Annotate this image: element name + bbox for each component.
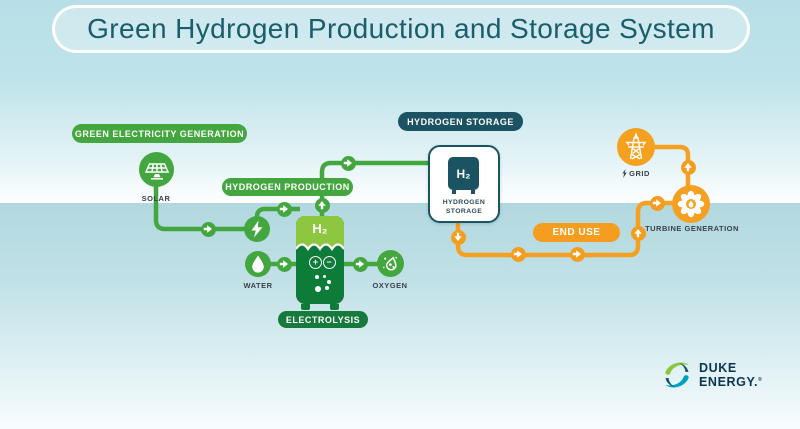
duke-energy-wordmark: DUKE ENERGY.® <box>699 360 763 390</box>
oxygen-label: OXYGEN <box>372 281 408 290</box>
solar-panel-icon <box>144 162 169 180</box>
brand-line2: ENERGY.® <box>699 375 763 390</box>
storage-h2-label: H₂ <box>456 166 471 181</box>
turbine-label: TURBINE GENERATION <box>645 224 739 233</box>
oxygen-node <box>377 250 404 277</box>
solar-label: SOLAR <box>141 194 171 203</box>
stage-pill-end-use-label: END USE <box>552 227 601 238</box>
bubble <box>314 285 322 293</box>
flow-arrow-right-icon <box>276 201 292 217</box>
grid-label-group: GRID <box>606 168 666 178</box>
lightning-bolt-icon <box>251 220 263 238</box>
turbine-node <box>671 184 711 224</box>
bubble <box>326 279 332 285</box>
background-upper-band <box>0 0 800 203</box>
electrolyzer-tank-top <box>296 216 344 244</box>
title-banner: Green Hydrogen Production and Storage Sy… <box>52 5 750 53</box>
storage-card-line1: HYDROGEN <box>442 199 486 206</box>
storage-card-line2: STORAGE <box>445 208 483 215</box>
registered-mark: ® <box>758 376 763 383</box>
turbine-wheel-icon <box>672 185 710 223</box>
tank-leg <box>330 304 339 310</box>
brand-line1: DUKE <box>699 360 737 375</box>
stage-pill-end-use: END USE <box>533 223 620 242</box>
anode-plus-icon: + <box>309 255 322 269</box>
wire-solar-to-electricity <box>153 186 245 232</box>
orange-flow-lines <box>455 144 691 258</box>
flow-arrow-right-icon <box>340 155 356 171</box>
stage-pill-hydrogen-production-label: HYDROGEN PRODUCTION <box>225 182 350 192</box>
water-droplet-icon <box>252 255 264 273</box>
water-node <box>245 251 271 277</box>
electrolyzer-tank: H₂ + − <box>296 216 344 310</box>
flow-arrow-up-icon <box>314 197 330 213</box>
stage-pill-green-electricity: GREEN ELECTRICITY GENERATION <box>72 124 247 143</box>
bubble <box>322 274 326 278</box>
tank-leg <box>471 190 475 194</box>
flow-arrow-right-icon <box>569 246 585 262</box>
electrolyzer-h2-label: H₂ <box>312 221 328 236</box>
flow-arrow-up-icon <box>680 159 696 175</box>
electrolyte-wave <box>296 242 344 255</box>
green-flow-lines <box>153 160 432 267</box>
flow-arrow-right-icon <box>276 256 292 272</box>
cathode-minus-icon: − <box>322 255 336 269</box>
flow-arrow-up-icon <box>630 225 646 241</box>
stage-pill-green-electricity-label: GREEN ELECTRICITY GENERATION <box>74 128 245 139</box>
flow-arrow-right-icon <box>510 246 526 262</box>
flow-arrow-down-icon <box>450 229 466 245</box>
wire-storage-to-turbine <box>455 200 674 258</box>
bubble <box>325 286 329 290</box>
page-title: Green Hydrogen Production and Storage Sy… <box>87 13 715 44</box>
water-label: WATER <box>243 281 273 290</box>
solar-node <box>139 152 174 187</box>
grid-node <box>617 128 655 166</box>
wire-electrolyzer-to-storage <box>319 160 432 218</box>
stage-pill-hydrogen-storage-label: HYDROGEN STORAGE <box>407 116 514 127</box>
flow-arrow-right-icon <box>352 256 368 272</box>
storage-tank-icon: H₂ <box>448 157 479 190</box>
oxygen-bubbles-icon <box>383 256 398 271</box>
flow-arrow-right-icon <box>649 195 665 211</box>
tank-leg <box>301 304 310 310</box>
electricity-node <box>244 216 270 242</box>
stage-pill-electrolysis: ELECTROLYSIS <box>278 311 368 328</box>
wire-turbine-to-grid <box>655 144 691 186</box>
background-lower-band <box>0 203 800 429</box>
tank-leg <box>452 190 456 194</box>
hydrogen-storage-card: H₂ HYDROGEN STORAGE <box>428 145 500 223</box>
stage-pill-hydrogen-storage: HYDROGEN STORAGE <box>398 112 523 131</box>
stage-pill-electrolysis-label: ELECTROLYSIS <box>285 314 361 325</box>
bolt-icon <box>622 168 627 178</box>
stage-pill-hydrogen-production: HYDROGEN PRODUCTION <box>222 178 353 196</box>
transmission-tower-icon <box>626 132 646 160</box>
duke-energy-swirl-icon <box>665 362 689 388</box>
bubble <box>315 275 319 279</box>
duke-energy-logo: DUKE ENERGY.® <box>660 357 762 393</box>
flow-arrow-right-icon <box>200 221 216 237</box>
grid-label: GRID <box>629 168 650 178</box>
